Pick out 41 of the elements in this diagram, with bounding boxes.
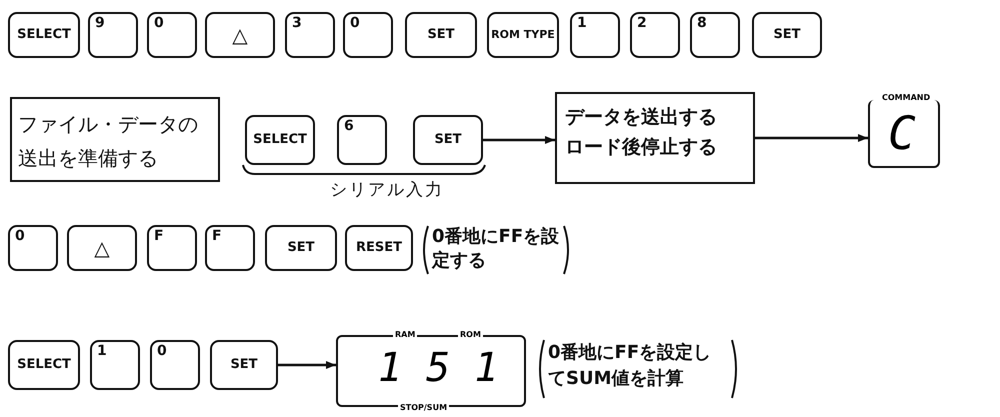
display-heading: COMMAND bbox=[880, 93, 932, 102]
arrow bbox=[755, 134, 868, 142]
display-digit: 1 5 1 bbox=[378, 345, 498, 391]
keypad-key: 3 bbox=[285, 12, 335, 58]
keypad-key: ROM TYPE bbox=[487, 12, 559, 58]
keypad-key: 2 bbox=[630, 12, 680, 58]
box-text: データを送出する bbox=[565, 106, 718, 128]
caption-text: シリアル入力 bbox=[330, 179, 444, 201]
keypad-key: 6 bbox=[337, 115, 387, 165]
arrow bbox=[278, 361, 336, 369]
keypad-key: △ bbox=[205, 12, 275, 58]
note-text: 0番地にFFを設定してSUM値を計算 bbox=[548, 341, 712, 391]
keypad-key: F bbox=[205, 225, 255, 271]
keypad-key: 0 bbox=[147, 12, 197, 58]
text-box: ファイル・データの送出を準備する bbox=[10, 97, 220, 182]
keypad-key: SET bbox=[210, 340, 278, 390]
keypad-key: 8 bbox=[690, 12, 740, 58]
box-text: ロード後停止する bbox=[565, 136, 718, 158]
keypad-key: 0 bbox=[343, 12, 393, 58]
keypad-key: 9 bbox=[88, 12, 138, 58]
display-heading: ROM bbox=[458, 330, 483, 339]
display-heading: RAM bbox=[393, 330, 418, 339]
keypad-key: SET bbox=[405, 12, 477, 58]
keypad-key: 0 bbox=[150, 340, 200, 390]
arrow bbox=[483, 136, 555, 144]
keypad-key: RESET bbox=[345, 225, 413, 271]
keypad-key: 1 bbox=[90, 340, 140, 390]
keypad-key: SET bbox=[752, 12, 822, 58]
display-digit: C bbox=[888, 106, 916, 160]
note-text: 0番地にFFを設定する bbox=[432, 225, 560, 273]
keypad-key: SELECT bbox=[8, 340, 80, 390]
keypad-key: SELECT bbox=[8, 12, 80, 58]
keypad-key: 1 bbox=[570, 12, 620, 58]
keypad-key: SELECT bbox=[245, 115, 315, 165]
keypad-key: 0 bbox=[8, 225, 58, 271]
keypad-key: SET bbox=[265, 225, 337, 271]
keypad-key: F bbox=[147, 225, 197, 271]
keypad-key: △ bbox=[67, 225, 137, 271]
text-box bbox=[555, 92, 755, 184]
display-heading: STOP/SUM bbox=[398, 403, 450, 412]
keypad-key: SET bbox=[413, 115, 483, 165]
